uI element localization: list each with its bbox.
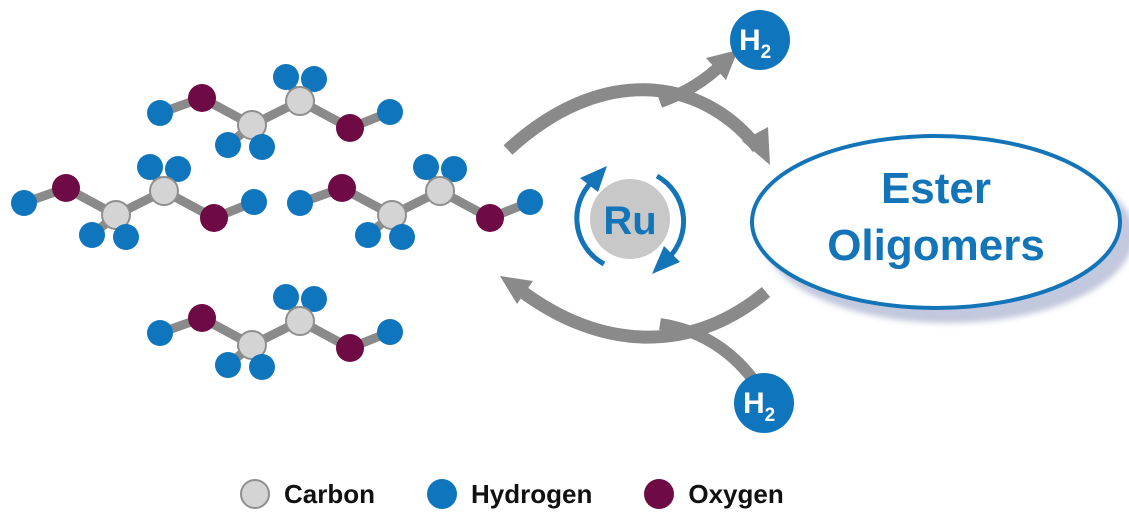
- hydrogen-atom: [273, 64, 299, 90]
- atom-legend: Carbon Hydrogen Oxygen: [240, 474, 836, 514]
- oxygen-atom: [328, 174, 356, 202]
- hydrogen-atom: [241, 189, 267, 215]
- hydrogen-atom: [389, 224, 415, 250]
- hydrogen-gas-bottom: H2: [734, 373, 794, 433]
- carbon-atom: [149, 176, 179, 206]
- ethylene-glycol-molecule: [11, 154, 267, 250]
- carbon-atom-icon: [240, 479, 270, 509]
- ethylene-glycol-molecule: [147, 284, 403, 380]
- hydrogen-atom: [215, 352, 241, 378]
- legend-item-carbon: Carbon: [240, 479, 375, 510]
- oxygen-atom: [52, 174, 80, 202]
- hydrogen-atom: [273, 284, 299, 310]
- hydrogen-atom: [301, 66, 327, 92]
- hydrogen-atom: [517, 189, 543, 215]
- svg-text:H2: H2: [743, 387, 775, 426]
- hydrogen-atom: [377, 319, 403, 345]
- oxygen-atom: [336, 114, 364, 142]
- svg-text:H2: H2: [739, 24, 771, 63]
- hydrogen-atom-icon: [427, 479, 457, 509]
- ruthenium-catalyst: Ru: [590, 179, 670, 259]
- legend-label-oxygen: Oxygen: [688, 478, 784, 509]
- hydrogen-atom: [441, 156, 467, 182]
- hydrogen-atom: [147, 320, 173, 346]
- oxygen-atom: [476, 204, 504, 232]
- hydrogen-gas-top: H2: [730, 10, 790, 70]
- hydrogen-atom: [413, 154, 439, 180]
- oxygen-atom: [188, 304, 216, 332]
- legend-item-oxygen: Oxygen: [644, 478, 784, 510]
- carbon-atom: [285, 306, 315, 336]
- legend-label-carbon: Carbon: [284, 478, 375, 509]
- hydrogen-atom: [147, 100, 173, 126]
- catalytic-cycle-arrows-icon: [574, 166, 687, 274]
- ethylene-glycol-molecules: [11, 64, 543, 380]
- hydrogen-atom: [215, 132, 241, 158]
- oxygen-atom: [200, 204, 228, 232]
- product-label-line1: Ester: [881, 164, 991, 213]
- hydrogen-atom: [249, 134, 275, 160]
- hydrogen-atom: [11, 190, 37, 216]
- oxygen-atom-icon: [644, 479, 675, 509]
- oxygen-atom: [336, 334, 364, 362]
- hydrogen-atom: [377, 99, 403, 125]
- hydrogen-atom: [301, 286, 327, 312]
- carbon-atom: [285, 86, 315, 116]
- hydrogen-atom: [249, 354, 275, 380]
- legend-label-hydrogen: Hydrogen: [471, 478, 593, 509]
- hydrogen-atom: [79, 222, 105, 248]
- catalyst-label: Ru: [603, 199, 656, 243]
- hydrogen-atom: [355, 222, 381, 248]
- oxygen-atom: [188, 84, 216, 112]
- product-label-line2: Oligomers: [827, 221, 1045, 270]
- hydrogen-atom: [287, 190, 313, 216]
- hydrogen-atom: [165, 156, 191, 182]
- ester-oligomers-product: Ester Oligomers: [750, 134, 1129, 323]
- hydrogen-atom: [113, 224, 139, 250]
- ethylene-glycol-molecule: [287, 154, 543, 250]
- hydrogen-atom: [137, 154, 163, 180]
- legend-item-hydrogen: Hydrogen: [427, 479, 592, 510]
- forward-reaction-arrow: [503, 50, 770, 165]
- carbon-atom: [425, 176, 455, 206]
- ethylene-glycol-molecule: [147, 64, 403, 160]
- reverse-reaction-arrow: [500, 276, 771, 382]
